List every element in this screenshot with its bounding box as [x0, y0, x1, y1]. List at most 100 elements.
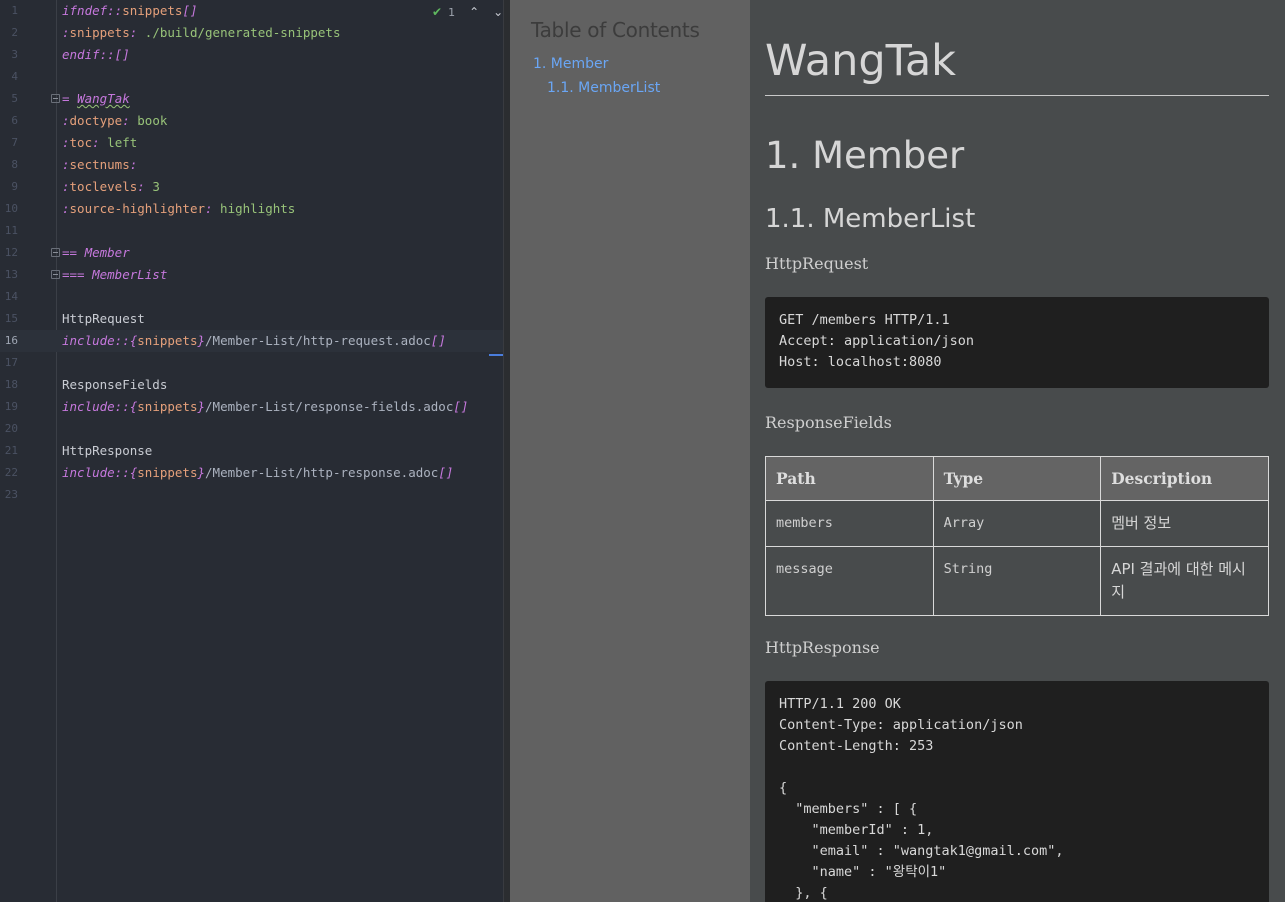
code-token: WangTak — [77, 91, 130, 106]
code-line[interactable]: 23 — [0, 484, 503, 506]
line-number: 19 — [4, 400, 18, 413]
code-line[interactable]: 9:toclevels: 3 — [0, 176, 503, 198]
code-token: HttpRequest — [62, 311, 145, 326]
editor-scrollbar[interactable] — [503, 0, 510, 902]
code-line[interactable]: 20 — [0, 418, 503, 440]
fold-icon[interactable] — [51, 94, 60, 103]
code-line[interactable]: 12== Member — [0, 242, 503, 264]
header-path: Path — [765, 456, 934, 501]
code-text: HttpRequest — [62, 308, 145, 330]
inspection-count: 1 — [448, 5, 456, 19]
table-row: members Array 멤버 정보 — [765, 500, 1269, 547]
line-number: 18 — [4, 378, 18, 391]
code-line[interactable]: 2:snippets: ./build/generated-snippets — [0, 22, 503, 44]
toc-link-member[interactable]: 1. Member — [533, 56, 609, 72]
code-text: include::{snippets}/Member-List/response… — [62, 396, 468, 418]
header-type: Type — [932, 456, 1102, 501]
code-line[interactable]: 5 = WangTak — [0, 88, 503, 110]
section-heading: 1. Member — [765, 134, 965, 177]
request-code: GET /members HTTP/1.1 Accept: applicatio… — [779, 312, 975, 370]
header-description: Description — [1100, 456, 1269, 501]
code-token: : — [92, 135, 100, 150]
code-line[interactable]: 13=== MemberList — [0, 264, 503, 286]
code-line[interactable]: 17 — [0, 352, 503, 374]
inspection-widget[interactable]: ✔ 1 ⌃ ⌄ — [432, 4, 503, 20]
line-number: 5 — [11, 92, 18, 105]
code-token: toc — [69, 135, 93, 150]
code-token: snippets — [69, 25, 130, 40]
code-text: :toc: left — [62, 132, 137, 154]
code-token: { — [129, 465, 138, 480]
line-number: 3 — [11, 48, 18, 61]
code-text: include::{snippets}/Member-List/http-res… — [62, 462, 453, 484]
line-number: 6 — [11, 114, 18, 127]
cell-type: String — [932, 546, 1102, 616]
subsection-heading: 1.1. MemberList — [765, 204, 976, 234]
next-highlight-button[interactable]: ⌄ — [493, 5, 504, 19]
code-text: :toclevels: 3 — [62, 176, 160, 198]
code-token: include:: — [62, 399, 130, 414]
response-fields-table: Path Type Description members Array 멤버 정… — [765, 456, 1269, 616]
code-token: HttpResponse — [62, 443, 153, 458]
code-token: : — [205, 201, 213, 216]
response-label: HttpResponse — [765, 638, 880, 657]
code-token: snippets — [137, 399, 198, 414]
line-number: 8 — [11, 158, 18, 171]
code-token: /Member-List/response-fields.adoc — [205, 399, 454, 414]
gutter-divider — [56, 0, 57, 902]
code-token: === MemberList — [62, 267, 168, 282]
code-line[interactable]: 11 — [0, 220, 503, 242]
code-token: /Member-List/http-request.adoc — [205, 333, 431, 348]
code-token: ./build/generated-snippets — [137, 25, 341, 40]
code-line[interactable]: 18 ResponseFields — [0, 374, 503, 396]
fold-icon[interactable] — [51, 248, 60, 257]
code-line[interactable]: 8 :sectnums: — [0, 154, 503, 176]
request-label: HttpRequest — [765, 254, 869, 273]
cell-path: message — [765, 546, 934, 616]
cell-type: Array — [932, 500, 1102, 547]
code-token: { — [129, 399, 138, 414]
code-text: ResponseFields — [62, 374, 167, 396]
code-token: { — [129, 333, 138, 348]
fold-icon[interactable] — [51, 270, 60, 279]
code-text: :sectnums: — [62, 154, 137, 176]
line-number: 14 — [4, 290, 18, 303]
asciidoc-preview: WangTak 1. Member 1.1. MemberList HttpRe… — [750, 0, 1285, 902]
code-line[interactable]: 14 — [0, 286, 503, 308]
code-token: : — [62, 201, 70, 216]
code-token: : — [62, 25, 70, 40]
code-token: snippets — [137, 465, 198, 480]
code-line[interactable]: 4 — [0, 66, 503, 88]
code-token: source-highlighter — [69, 201, 205, 216]
code-token: } — [197, 465, 206, 480]
previous-highlight-button[interactable]: ⌃ — [469, 5, 480, 19]
code-line[interactable]: 19 include::{snippets}/Member-List/respon… — [0, 396, 503, 418]
code-token: snippets — [137, 333, 198, 348]
line-number: 12 — [4, 246, 18, 259]
line-number: 4 — [11, 70, 18, 83]
document-title: WangTak — [765, 36, 957, 86]
code-token: : — [62, 135, 70, 150]
code-token: = — [62, 91, 78, 106]
code-text: :doctype: book — [62, 110, 167, 132]
code-text: include::{snippets}/Member-List/http-req… — [62, 330, 446, 352]
code-token: doctype — [69, 113, 123, 128]
code-line[interactable]: 6 :doctype: book — [0, 110, 503, 132]
code-line[interactable]: 7:toc: left — [0, 132, 503, 154]
check-icon: ✔ — [432, 5, 443, 19]
code-line[interactable]: 10:source-highlighter: highlights — [0, 198, 503, 220]
line-number: 20 — [4, 422, 18, 435]
table-row: message String API 결과에 대한 메시지 — [765, 546, 1269, 616]
cell-path: members — [765, 500, 934, 547]
code-token: include:: — [62, 465, 130, 480]
code-token: : — [129, 25, 138, 40]
toc-link-memberlist[interactable]: 1.1. MemberList — [547, 80, 661, 96]
cell-description: 멤버 정보 — [1100, 500, 1269, 547]
